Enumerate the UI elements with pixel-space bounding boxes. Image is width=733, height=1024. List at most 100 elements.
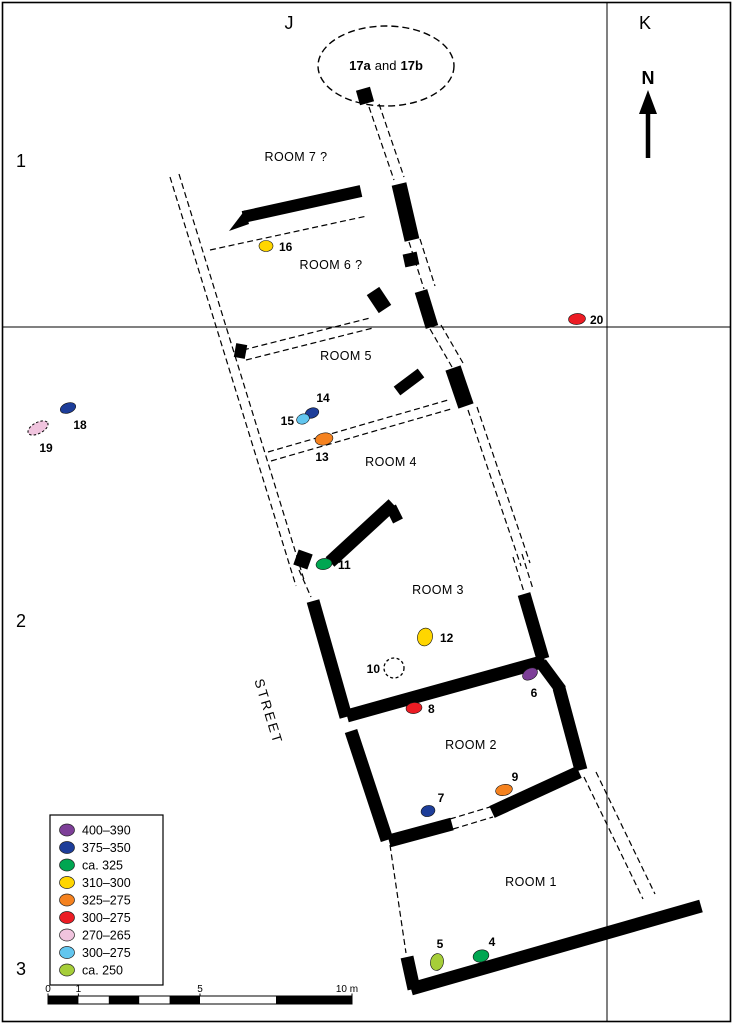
grid-row-label-1: 1 — [16, 151, 26, 171]
legend-item-label: 270–265 — [82, 929, 131, 943]
scale-label-0: 0 — [45, 984, 51, 995]
legend-dot — [59, 893, 75, 907]
legend-dot — [59, 823, 75, 837]
dashed-wall — [245, 327, 374, 361]
find-8-dot — [405, 702, 423, 714]
find-5-dot — [430, 953, 444, 971]
dashed-wall — [467, 409, 522, 567]
room-label-7: ROOM 7 ? — [265, 150, 328, 164]
find-18-dot — [59, 402, 77, 414]
wall-segment — [552, 686, 588, 772]
find-8: 8 — [405, 702, 435, 716]
find-19-dot — [27, 420, 49, 436]
wall-segment — [402, 251, 420, 268]
room-label-4: ROOM 4 — [365, 455, 417, 469]
scale-bar-segment — [169, 996, 200, 1004]
dashed-wall — [209, 215, 368, 251]
legend-dot — [59, 841, 75, 854]
dashed-wall — [595, 771, 656, 895]
legend-item-label: 300–275 — [82, 946, 131, 960]
find-11-dot — [315, 558, 333, 570]
scale-bar-segment — [276, 996, 352, 1004]
find-11-label: 11 — [338, 558, 351, 572]
find-15: 15 — [281, 413, 310, 428]
legend-item-label: ca. 250 — [82, 964, 123, 978]
feature-17a-text: 17a — [349, 58, 371, 73]
dashed-wall — [408, 241, 425, 290]
find-4-dot — [472, 949, 490, 963]
legend-dot — [59, 928, 75, 942]
dashed-walls — [169, 103, 656, 954]
find-12: 12 — [417, 627, 454, 647]
walls — [229, 86, 703, 996]
grid-col-label-j: J — [285, 13, 294, 33]
find-6-dot — [522, 667, 538, 681]
wall-taper — [229, 210, 249, 231]
scale-label-1: 1 — [76, 984, 82, 995]
scale-label-5: 5 — [197, 984, 203, 995]
find-15-label: 15 — [281, 414, 295, 428]
wall-segment — [355, 86, 375, 106]
find-12-dot — [417, 627, 433, 647]
dashed-wall — [419, 238, 436, 287]
find-19-label: 19 — [39, 441, 53, 455]
wall-segment — [325, 499, 398, 567]
grid-row-label-3: 3 — [16, 959, 26, 979]
room-label-3: ROOM 3 — [412, 583, 464, 597]
scale-bar-segment — [48, 996, 79, 1004]
wall-segment — [233, 343, 248, 359]
feature-17-outline — [317, 25, 455, 107]
street-label: STREET — [251, 677, 285, 747]
find-6: 6 — [522, 667, 538, 700]
find-19: 19 — [27, 420, 53, 455]
legend-item-label: 400–390 — [82, 824, 131, 838]
wall-segment — [386, 504, 403, 524]
find-13: 13 — [314, 432, 334, 464]
find-9-dot — [495, 784, 513, 796]
find-9: 9 — [495, 770, 519, 796]
wall-segment — [414, 289, 439, 329]
room-label-2: ROOM 2 — [445, 738, 497, 752]
find-9-label: 9 — [512, 770, 519, 784]
legend-items: 400–390 375–350 ca. 325 310–300 325–275 … — [59, 823, 131, 978]
dashed-wall — [440, 324, 464, 364]
legend-item-label: 325–275 — [82, 894, 131, 908]
dashed-wall — [178, 173, 306, 584]
room-label-5: ROOM 5 — [320, 349, 372, 363]
dashed-wall — [429, 328, 453, 368]
find-12-label: 12 — [440, 631, 454, 645]
north-arrow-head — [639, 90, 657, 114]
legend: 400–390 375–350 ca. 325 310–300 325–275 … — [49, 814, 164, 986]
wall-segment — [489, 766, 582, 818]
grid-col-label-k: K — [639, 13, 651, 33]
north-label: N — [642, 68, 655, 88]
room-label-6: ROOM 6 ? — [300, 258, 363, 272]
find-4-label: 4 — [489, 935, 496, 949]
scale-bar: 0 1 5 10 m — [45, 984, 358, 1005]
find-16-dot — [258, 240, 274, 252]
dashed-wall — [449, 806, 491, 820]
wall-segment — [391, 182, 420, 242]
find-8-label: 8 — [428, 702, 435, 716]
dashed-wall — [267, 399, 449, 453]
scale-label-10: 10 m — [336, 984, 358, 995]
find-13-label: 13 — [315, 450, 329, 464]
find-4: 4 — [472, 935, 496, 963]
legend-item-label: 375–350 — [82, 841, 131, 855]
wall-segment — [517, 592, 550, 661]
find-16: 16 — [258, 240, 293, 254]
find-18-label: 18 — [73, 418, 87, 432]
find-20: 20 — [568, 313, 604, 327]
north-arrow: N — [639, 68, 657, 158]
legend-dot — [59, 858, 75, 872]
find-5: 5 — [430, 937, 444, 971]
dashed-wall — [242, 317, 371, 351]
legend-dot — [59, 876, 75, 889]
find-6-label: 6 — [531, 686, 538, 700]
wall-segment — [306, 599, 353, 719]
room-labels: ROOM 7 ? ROOM 6 ? ROOM 5 ROOM 4 ROOM 3 R… — [265, 150, 557, 889]
